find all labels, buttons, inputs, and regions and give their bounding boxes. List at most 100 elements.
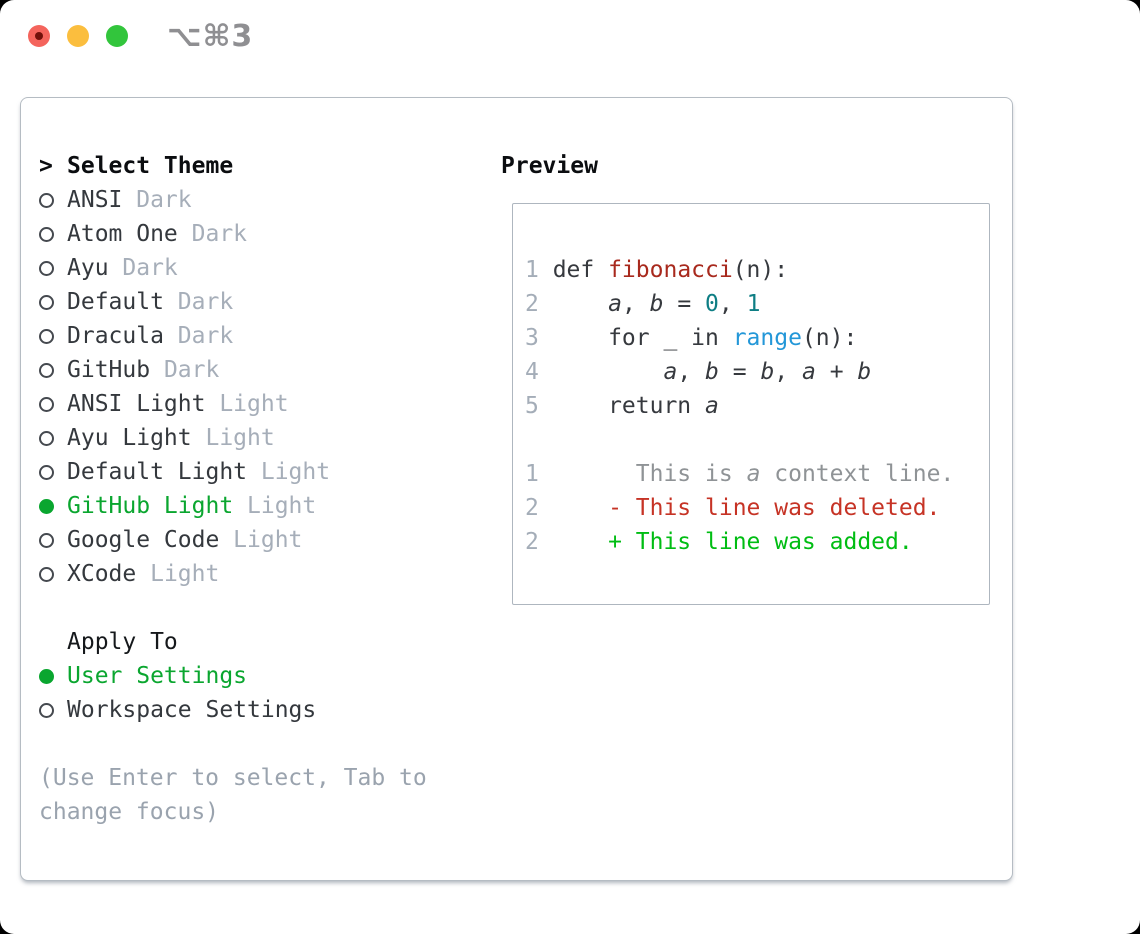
option-variant-label: Dark xyxy=(191,221,248,247)
code-segment-plain: def xyxy=(552,257,609,283)
code-segment-plain: , xyxy=(677,359,706,385)
radio-icon xyxy=(39,192,54,208)
bullet-slot xyxy=(39,192,67,208)
theme-option-github[interactable]: GitHub Dark xyxy=(39,353,489,387)
radio-icon xyxy=(39,362,54,378)
radio-icon xyxy=(39,294,54,310)
code-segment-plain: (n): xyxy=(801,325,858,351)
theme-option-default-light[interactable]: Default Light Light xyxy=(39,455,489,489)
line-number: 2 xyxy=(525,291,539,317)
option-variant-label: Dark xyxy=(177,323,234,349)
option-label: Atom One xyxy=(67,221,178,247)
bullet-slot xyxy=(39,668,67,684)
theme-option-ayu-light[interactable]: Ayu Light Light xyxy=(39,421,489,455)
option-label: GitHub Light xyxy=(67,493,234,519)
option-label: User Settings xyxy=(67,663,248,689)
line-number: 2 xyxy=(525,495,539,521)
preview-heading: Preview xyxy=(501,153,598,179)
preview-line: 2 + This line was added. xyxy=(525,525,989,559)
radio-icon xyxy=(39,226,54,242)
bullet-slot xyxy=(39,260,67,276)
code-segment-plain: , xyxy=(621,291,650,317)
option-variant-label: Dark xyxy=(163,357,220,383)
preview-line: 2 a, b = 0, 1 xyxy=(525,287,989,321)
option-label: XCode xyxy=(67,561,137,587)
bullet-slot xyxy=(39,532,67,548)
radio-icon xyxy=(39,532,54,548)
line-number: 1 xyxy=(525,461,539,487)
code-segment-plain: , xyxy=(774,359,802,385)
preview-line xyxy=(525,423,989,457)
radio-icon xyxy=(39,498,54,514)
code-segment-plain: = xyxy=(663,291,706,317)
line-number: 2 xyxy=(525,529,539,555)
option-label: Default Light xyxy=(67,459,248,485)
theme-option-atom-one[interactable]: Atom One Dark xyxy=(39,217,489,251)
code-segment-plain: return xyxy=(552,393,706,419)
theme-option-ansi[interactable]: ANSI Dark xyxy=(39,183,489,217)
theme-option-dracula[interactable]: Dracula Dark xyxy=(39,319,489,353)
option-label: Dracula xyxy=(67,323,164,349)
code-segment-function: fibonacci xyxy=(608,257,733,283)
option-label: ANSI Light xyxy=(67,391,206,417)
code-segment-variable: a xyxy=(608,291,622,317)
radio-icon xyxy=(39,328,54,344)
apply-option-workspace-settings[interactable]: Workspace Settings xyxy=(39,693,489,727)
bullet-slot xyxy=(39,396,67,412)
code-segment-variable: b xyxy=(857,359,872,385)
bullet-slot xyxy=(39,294,67,310)
zoom-button[interactable] xyxy=(106,25,128,47)
radio-icon xyxy=(39,702,54,718)
code-segment-variable: a xyxy=(663,359,678,385)
radio-icon xyxy=(39,668,54,684)
code-segment-context: This is xyxy=(552,461,747,487)
code-segment-number: 0 xyxy=(705,291,719,317)
radio-icon xyxy=(39,464,54,480)
option-variant-label: Light xyxy=(233,527,303,553)
option-variant-label: Light xyxy=(205,425,275,451)
code-segment-call: range xyxy=(732,325,802,351)
radio-icon xyxy=(39,260,54,276)
preview-line: 1 This is a context line. xyxy=(525,457,989,491)
option-label: ANSI xyxy=(67,187,123,213)
window-title-shortcut: ⌥⌘3 xyxy=(167,18,254,54)
bullet-slot xyxy=(39,566,67,582)
radio-icon xyxy=(39,566,54,582)
code-segment-variable: b xyxy=(649,291,664,317)
code-segment-plain: + xyxy=(815,359,858,385)
code-segment-added: + This line was added. xyxy=(552,529,913,555)
line-number: 4 xyxy=(525,359,539,385)
code-segment-variable: b xyxy=(705,359,719,385)
option-label: Ayu xyxy=(67,255,109,281)
apply-option-user-settings[interactable]: User Settings xyxy=(39,659,489,693)
code-segment-plain: = xyxy=(718,359,761,385)
option-variant-label: Dark xyxy=(136,187,192,213)
option-label: Default xyxy=(67,289,164,315)
minimize-button[interactable] xyxy=(67,25,89,47)
preview-line: 4 a, b = b, a + b xyxy=(525,355,989,389)
line-number: 3 xyxy=(525,325,539,351)
code-segment-plain xyxy=(553,359,664,385)
close-button[interactable] xyxy=(28,25,50,47)
bullet-slot xyxy=(39,362,67,378)
select-theme-heading-label: Select Theme xyxy=(67,153,234,179)
code-segment-variable: a xyxy=(705,393,719,419)
code-segment-context: context line. xyxy=(760,461,955,487)
option-variant-label: Light xyxy=(260,459,331,485)
apply-to-heading: Apply To xyxy=(39,625,489,659)
code-segment-variable: a xyxy=(802,359,816,385)
apply-to-heading-label: Apply To xyxy=(67,629,178,655)
preview-line: 3 for _ in range(n): xyxy=(525,321,989,355)
code-segment-plain: (n): xyxy=(732,257,789,283)
option-label: Workspace Settings xyxy=(67,697,317,723)
option-label: Ayu Light xyxy=(67,425,192,451)
option-label: GitHub xyxy=(67,357,151,383)
